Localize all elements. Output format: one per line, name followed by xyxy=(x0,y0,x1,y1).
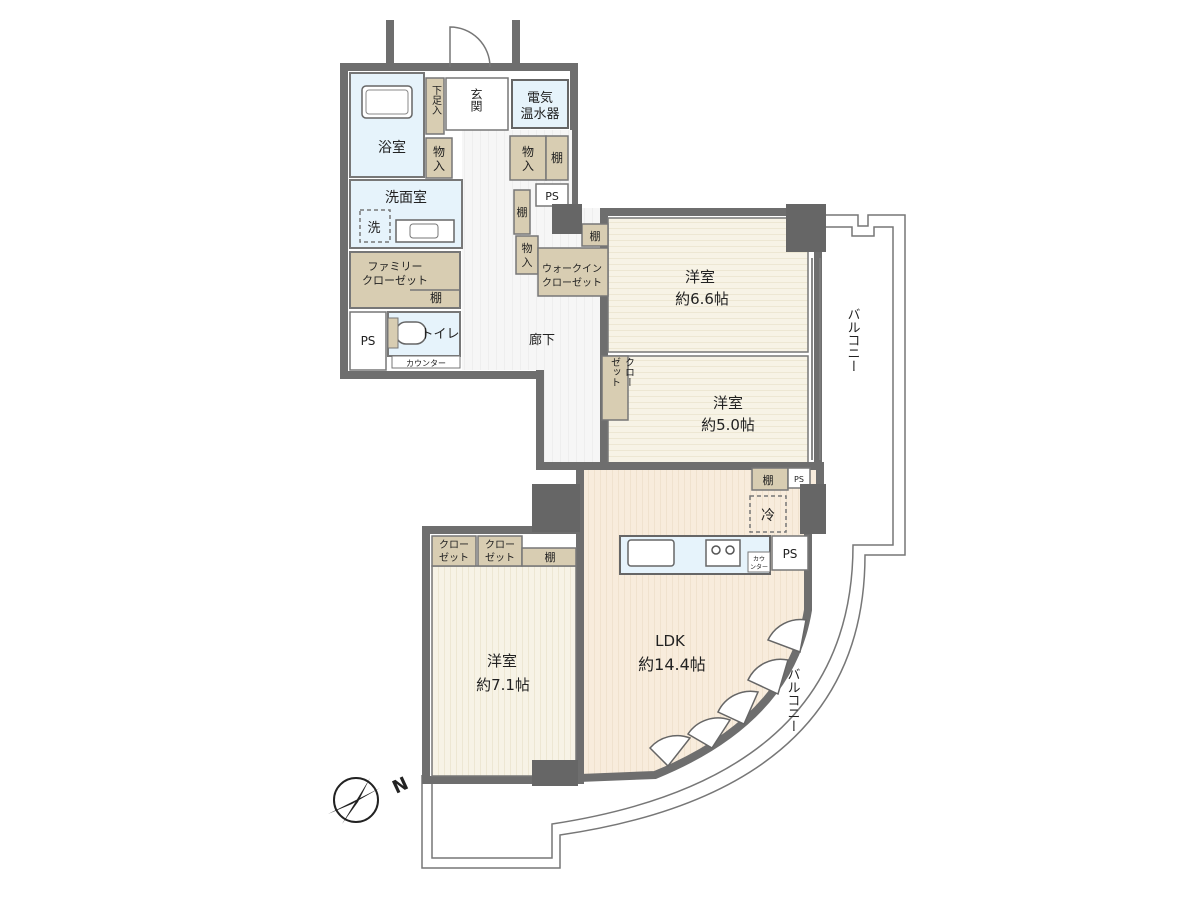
label-shoe-box: 下足入 xyxy=(430,85,442,115)
storage-left xyxy=(425,137,453,179)
shoe-box xyxy=(425,77,445,135)
label-size-66: 約6.6帖 xyxy=(675,290,729,308)
label-fc-shelf: 棚 xyxy=(430,290,442,305)
wic-shelf xyxy=(581,223,609,247)
label-closet-71-b-2: ゼット xyxy=(485,552,515,564)
label-room-71: 洋室 xyxy=(487,652,517,670)
western-room-71 xyxy=(431,565,577,777)
label-counter-small-1: カウ xyxy=(753,555,765,563)
shelf-71 xyxy=(521,547,577,567)
closet-50 xyxy=(601,355,629,421)
walk-in-closet xyxy=(537,247,609,297)
label-ldk: LDK xyxy=(655,632,686,650)
compass-icon: N xyxy=(328,773,412,824)
label-toilet: トイレ xyxy=(420,327,459,342)
lower-left-room xyxy=(422,484,584,786)
water-heater xyxy=(511,79,569,129)
label-ldk-shelf: 棚 xyxy=(763,473,774,487)
label-hall-shelf: 棚 xyxy=(517,205,528,219)
label-entrance: 玄関 xyxy=(469,87,483,112)
shelf-right xyxy=(545,135,569,181)
ldk-area xyxy=(576,462,826,783)
room-labels: 浴室 洗面室 洗 ファミリー クローゼット 棚 トイレ カウンター PS 下足入… xyxy=(361,85,860,733)
label-wic-2: クローゼット xyxy=(542,277,602,289)
corridor-lower xyxy=(462,300,546,368)
label-storage-left-1: 物 xyxy=(433,145,445,159)
compass-north-label: N xyxy=(389,773,412,798)
storage-right xyxy=(509,135,547,181)
ps-left xyxy=(349,311,387,371)
label-family-closet-2: クローゼット xyxy=(362,274,428,287)
label-heater-2: 温水器 xyxy=(520,107,559,122)
label-size-71: 約7.1帖 xyxy=(476,676,530,694)
label-closet-50-1: クロー xyxy=(623,357,634,387)
label-storage-left-2: 入 xyxy=(433,159,445,173)
label-storage-right-2: 入 xyxy=(522,159,534,173)
entrance xyxy=(445,77,509,131)
label-washer: 洗 xyxy=(367,221,380,236)
label-closet-71-a-1: クロー xyxy=(439,539,469,551)
sink-icon xyxy=(395,219,455,243)
label-shelf-right: 棚 xyxy=(551,150,563,165)
label-hall-storage-1: 物 xyxy=(522,241,533,255)
label-washroom: 洗面室 xyxy=(385,189,427,206)
label-ldk-ps-small: PS xyxy=(794,475,804,484)
label-heater-1: 電気 xyxy=(527,90,553,106)
right-rooms xyxy=(537,204,826,476)
bathtub-icon xyxy=(361,85,413,119)
label-corridor: 廊下 xyxy=(529,332,555,348)
label-balcony-curve: バルコニー xyxy=(785,668,801,733)
label-room-66: 洋室 xyxy=(685,268,715,286)
label-hall-storage-2: 入 xyxy=(522,256,533,269)
label-size-144: 約14.4帖 xyxy=(638,655,706,674)
kitchen-counter-small xyxy=(747,551,771,573)
label-bath: 浴室 xyxy=(378,139,406,156)
label-closet-71-a-2: ゼット xyxy=(439,552,469,564)
label-room-50: 洋室 xyxy=(713,394,743,412)
label-wic-shelf: 棚 xyxy=(590,229,601,243)
washer-icon xyxy=(359,209,391,243)
sink-kitchen-icon xyxy=(627,539,675,567)
label-size-50: 約5.0帖 xyxy=(701,416,755,434)
closet-71-b xyxy=(477,535,523,567)
family-closet xyxy=(349,251,461,309)
label-counter: カウンター xyxy=(406,359,446,368)
label-ps-left: PS xyxy=(361,334,376,348)
label-ldk-ps: PS xyxy=(783,547,798,561)
label-ps-upper: PS xyxy=(545,190,559,203)
fridge-space xyxy=(749,495,787,533)
label-counter-small-2: ンター xyxy=(750,563,768,571)
entrance-walls xyxy=(386,20,520,67)
western-room-50 xyxy=(607,355,809,465)
label-storage-right-1: 物 xyxy=(522,145,534,159)
label-fridge: 冷 xyxy=(761,508,775,524)
label-closet-50-2: ゼット xyxy=(609,357,621,387)
counter-strip xyxy=(391,355,461,369)
entrance-door-icon xyxy=(449,26,491,68)
closet-71-a xyxy=(431,535,477,567)
balcony-outline xyxy=(421,214,906,869)
ldk-ps xyxy=(771,535,809,571)
hall-shelf xyxy=(513,189,531,235)
label-shelf-71: 棚 xyxy=(545,550,556,564)
western-room-66 xyxy=(607,217,809,353)
label-family-closet-1: ファミリー xyxy=(368,260,423,273)
label-closet-71-b-1: クロー xyxy=(485,539,515,551)
bay-window-doors xyxy=(648,618,807,768)
stove-icon xyxy=(705,539,741,567)
label-wic-1: ウォークイン xyxy=(542,263,602,275)
label-balcony-right: バルコニー xyxy=(845,308,861,373)
ldk-ps-small xyxy=(787,467,811,489)
